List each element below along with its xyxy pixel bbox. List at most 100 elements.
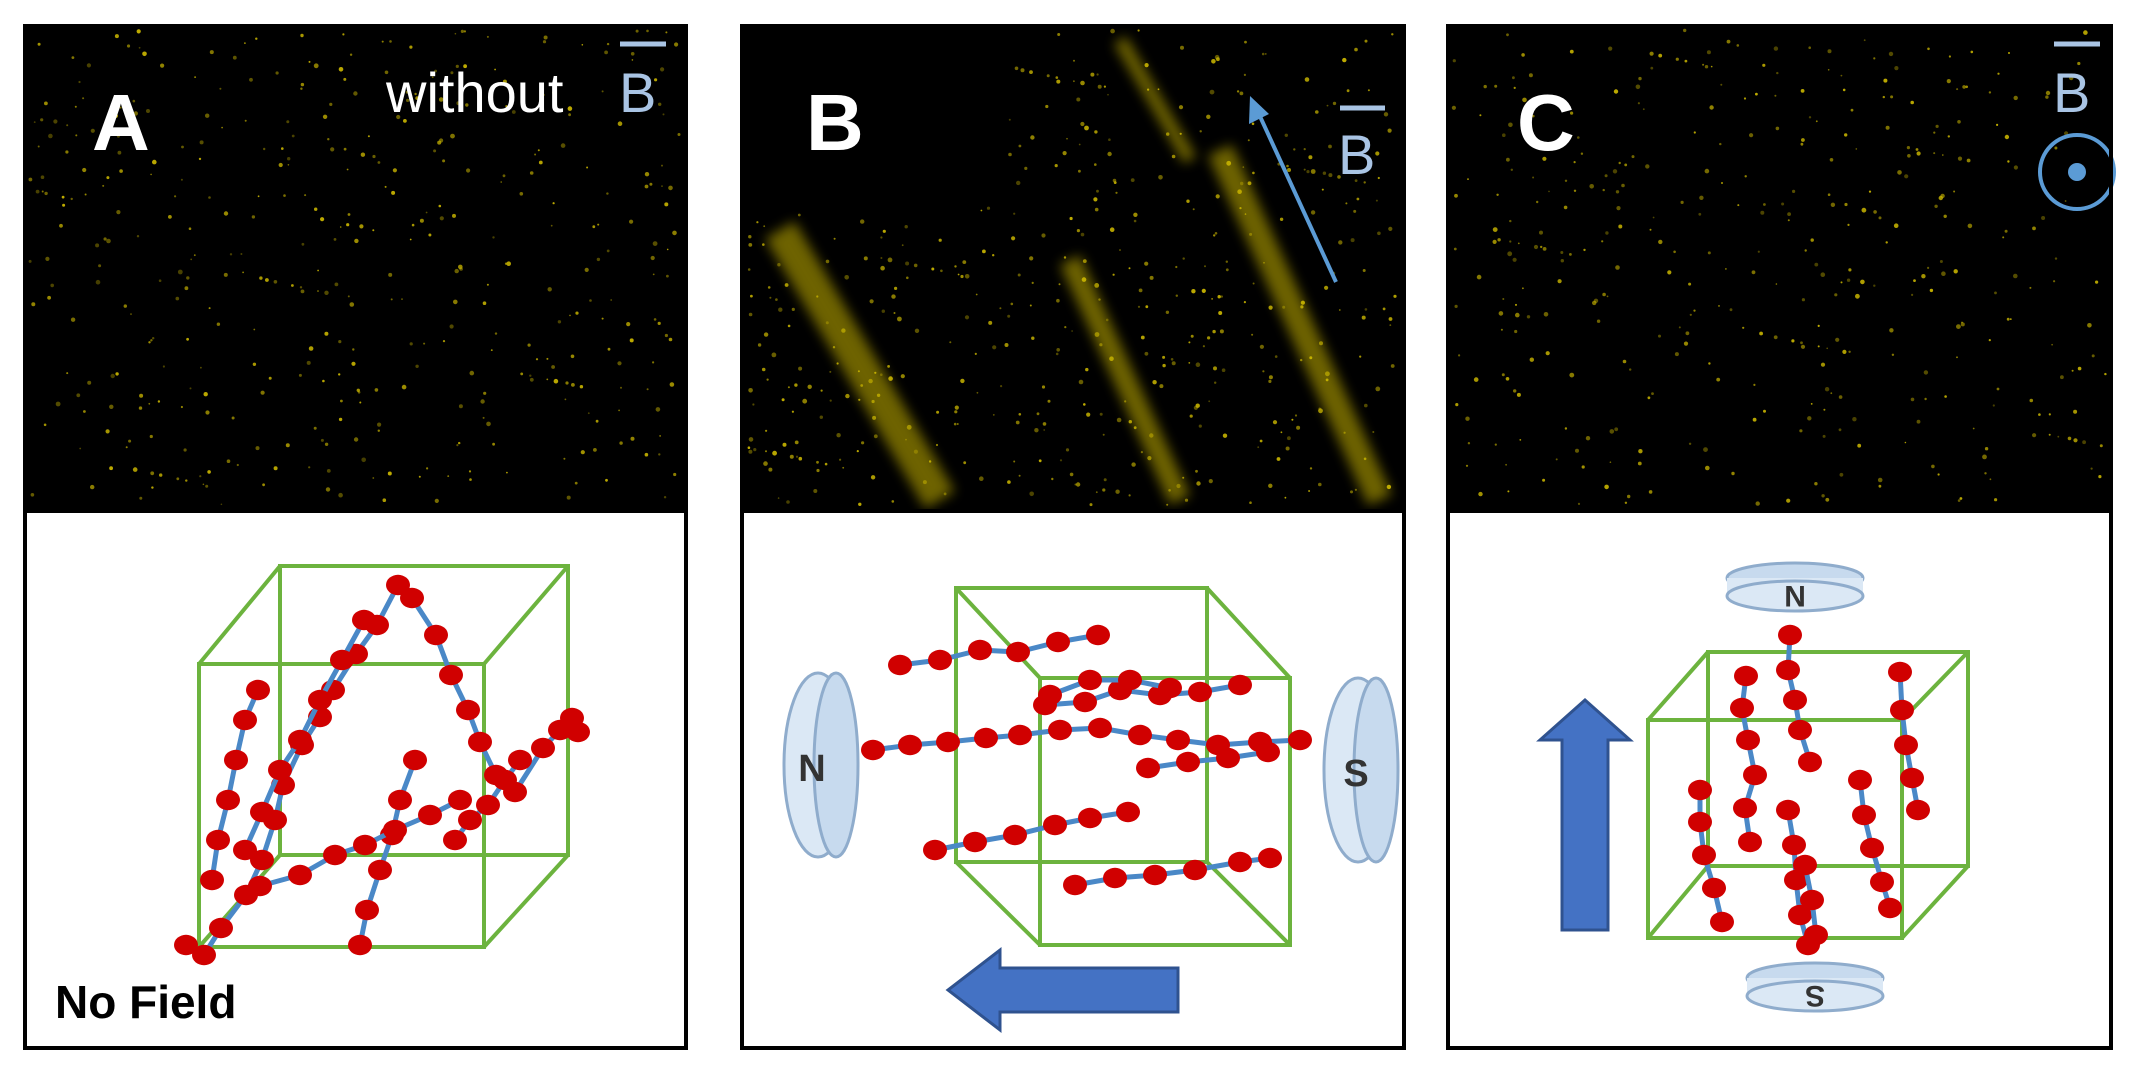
particle (119, 169, 123, 173)
particle (313, 63, 319, 69)
particle (868, 378, 873, 384)
particle (1018, 413, 1022, 416)
particle (1505, 463, 1507, 466)
particle (763, 461, 768, 466)
particle (45, 256, 50, 261)
particle (199, 475, 202, 478)
particle (1188, 362, 1191, 364)
particle (494, 68, 496, 71)
particle (401, 298, 403, 300)
particle (842, 466, 845, 469)
particle (1992, 404, 1995, 407)
particle (1367, 89, 1370, 92)
particle (655, 407, 661, 412)
particle (207, 470, 211, 474)
particle (1709, 105, 1714, 110)
particle (1508, 122, 1513, 128)
particle (458, 404, 463, 409)
particle (1218, 311, 1223, 315)
particle (1826, 347, 1828, 350)
particle (1596, 319, 1601, 323)
particle (2077, 61, 2081, 66)
particle (1873, 284, 1876, 287)
particle (447, 475, 450, 477)
particle (949, 341, 952, 344)
particle (372, 229, 375, 232)
particle (298, 373, 302, 377)
particle (1638, 76, 1642, 81)
particle (1391, 33, 1394, 36)
particle (963, 461, 967, 465)
particle (84, 193, 87, 196)
particle (596, 257, 601, 262)
particle (1071, 330, 1073, 332)
bead (1103, 867, 1127, 889)
particle (1080, 80, 1085, 86)
particle (644, 452, 649, 457)
particle (1904, 174, 1909, 179)
particle (1823, 408, 1826, 411)
particle (1455, 403, 1459, 407)
particle (1375, 199, 1378, 202)
panel-a-micrograph (25, 26, 686, 511)
particle (260, 390, 265, 395)
particle (646, 29, 649, 33)
particle (1454, 304, 1458, 308)
particle (349, 53, 353, 56)
particle (360, 152, 366, 157)
bead (888, 654, 912, 676)
particle (1325, 371, 1330, 377)
particle (1149, 275, 1154, 280)
particle (208, 307, 211, 310)
particle (139, 393, 144, 398)
particle (748, 312, 753, 317)
bead (1870, 871, 1894, 893)
particle (832, 346, 836, 349)
particle (1675, 57, 1679, 61)
particle (1099, 412, 1103, 416)
magnet-south-label: S (1343, 753, 1368, 795)
bead (1078, 669, 1102, 691)
particle (1502, 133, 1506, 137)
particle (964, 315, 970, 320)
bead (1258, 847, 1282, 869)
particle (979, 476, 984, 482)
particle (1649, 228, 1652, 231)
particle (1822, 434, 1826, 438)
panel-c-frame (1446, 24, 2113, 1050)
particle (83, 410, 86, 413)
particle (1076, 229, 1080, 233)
particle (349, 302, 355, 307)
particle (795, 455, 799, 458)
particle (338, 340, 342, 344)
particle (1953, 190, 1956, 193)
particle (1099, 343, 1103, 347)
particle (1259, 344, 1264, 349)
particle (570, 354, 575, 359)
particle (1906, 146, 1910, 150)
particle (1984, 447, 1989, 451)
particle (1219, 329, 1224, 334)
panel-c-particles (1451, 28, 2107, 506)
particle (139, 496, 143, 500)
particle (1221, 368, 1226, 373)
particle (367, 135, 370, 138)
particle (1996, 123, 1999, 126)
particle (1029, 256, 1034, 261)
particle (1356, 197, 1360, 201)
particle (1814, 262, 1819, 267)
panel-b-label-backdrop (742, 26, 1002, 206)
particle (33, 121, 36, 123)
particle (1564, 427, 1568, 430)
particle (607, 347, 611, 351)
particle (1827, 49, 1832, 54)
particle (136, 235, 140, 238)
particle (1103, 85, 1106, 88)
particle (1652, 216, 1655, 219)
particle (1967, 223, 1973, 229)
particle (765, 450, 767, 453)
particle (1017, 273, 1021, 277)
bead (1793, 854, 1817, 876)
particle (922, 480, 927, 485)
particle (2029, 286, 2032, 289)
